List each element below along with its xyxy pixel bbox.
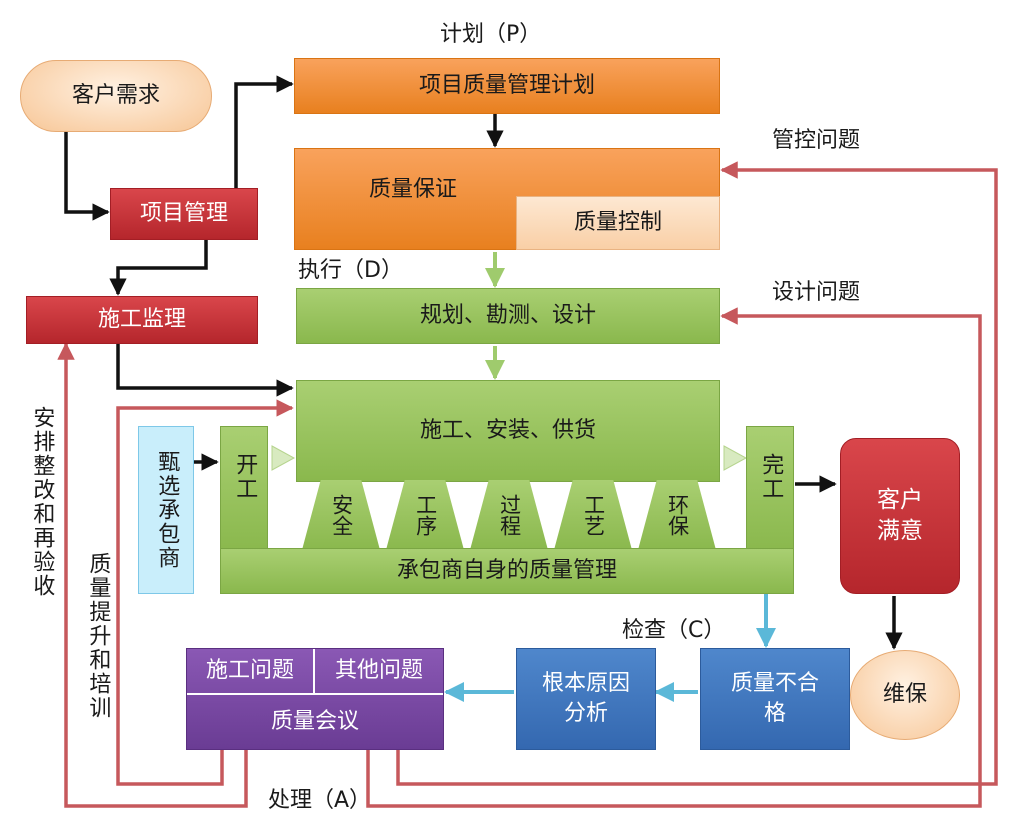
quality-control-node: 质量控制 [516, 196, 720, 250]
loop-rectify [57, 342, 248, 808]
customer-satisfaction-label: 客户满意 [877, 486, 923, 544]
other-issues-cell: 其他问题 [315, 649, 443, 695]
loop-design-issues [366, 307, 982, 808]
phase-act-label: 处理（A） [268, 788, 372, 813]
arrow-pm-to-supervision [109, 240, 208, 296]
customer-satisfaction-node: 客户满意 [840, 438, 960, 594]
quality-meeting-node: 施工问题 其他问题 质量会议 [186, 648, 444, 750]
pillar-label: 安全 [329, 494, 354, 536]
start-triangle [271, 445, 296, 471]
pillar-label: 工序 [413, 494, 438, 536]
construction-install-supply-node: 施工、安装、供货 [296, 380, 720, 482]
start-work-label: 开工 [232, 453, 258, 501]
start-work-node: 开工 [220, 426, 268, 552]
loop-improve-train [116, 399, 294, 786]
quality-assurance-label: 质量保证 [369, 177, 458, 202]
root-cause-analysis-label: 根本原因分析 [541, 671, 630, 726]
maintenance-node: 维保 [850, 650, 960, 740]
customer-demand-node: 客户需求 [20, 60, 212, 132]
complete-triangle [723, 445, 748, 471]
loop-control-issues [396, 161, 998, 786]
phase-check-label: 检查（C） [622, 618, 726, 643]
complete-work-label: 完工 [758, 453, 784, 501]
construction-issues-cell: 施工问题 [187, 649, 315, 695]
construction-supervision-node: 施工监理 [26, 296, 258, 344]
design-issues-label: 设计问题 [772, 280, 861, 305]
quality-plan-node: 项目质量管理计划 [294, 58, 720, 114]
quality-meeting-label: 质量会议 [270, 708, 359, 734]
pillar-label: 过程 [497, 494, 522, 536]
rectify-label: 安排整改和再验收 [29, 406, 55, 598]
complete-work-node: 完工 [746, 426, 794, 552]
planning-survey-design-node: 规划、勘测、设计 [296, 288, 720, 344]
contractor-selection-node: 甄选承包商 [138, 426, 194, 594]
arrow-supervision-to-construction [116, 344, 294, 397]
phase-plan-label: 计划（P） [440, 22, 542, 47]
improve-train-label: 质量提升和培训 [85, 552, 111, 720]
phase-do-label: 执行（D） [298, 258, 403, 283]
contractor-qm-node: 承包商自身的质量管理 [220, 548, 794, 594]
pillar-label: 环保 [665, 494, 690, 536]
pillar-label: 工艺 [581, 494, 606, 536]
arrow-demand-to-pm [64, 130, 110, 221]
quality-nonconforming-node: 质量不合格 [700, 648, 850, 750]
pillar-3: 过程 [470, 480, 548, 550]
contractor-selection-label: 甄选承包商 [154, 450, 180, 570]
root-cause-analysis-node: 根本原因分析 [516, 648, 656, 750]
control-issues-label: 管控问题 [772, 128, 861, 153]
arrow-pm-to-plan [234, 75, 294, 188]
quality-nonconforming-label: 质量不合格 [730, 671, 819, 726]
project-management-node: 项目管理 [110, 188, 258, 240]
